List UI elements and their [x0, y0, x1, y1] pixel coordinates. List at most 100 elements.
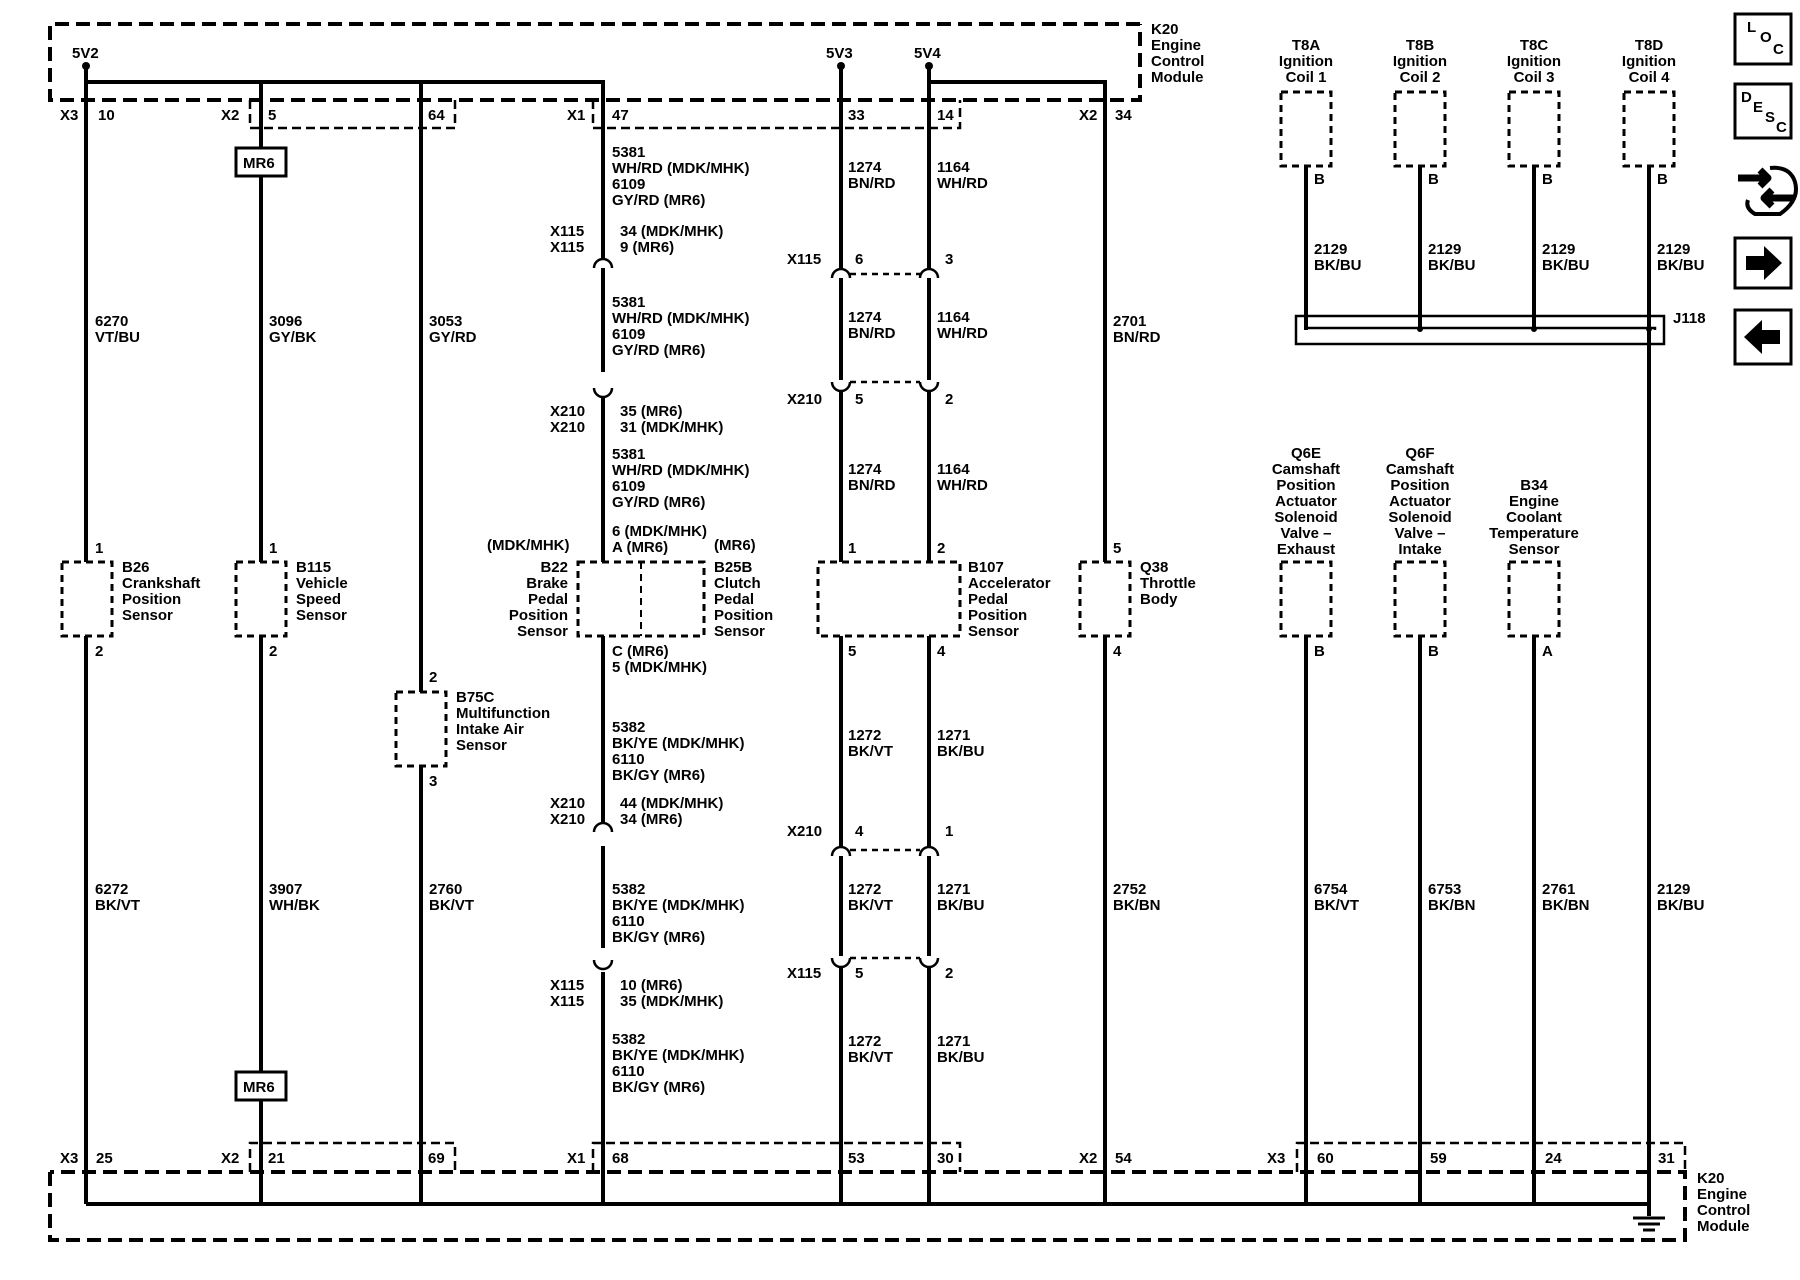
svg-text:B34: B34 [1520, 477, 1548, 494]
svg-text:1: 1 [269, 540, 277, 557]
svg-text:BK/GY (MR6): BK/GY (MR6) [612, 767, 705, 784]
loc-button[interactable]: L O C [1733, 12, 1793, 66]
svg-text:6110: 6110 [612, 751, 645, 768]
svg-text:5382: 5382 [612, 881, 645, 898]
desc-button[interactable]: D E S C [1733, 82, 1793, 140]
svg-text:Camshaft: Camshaft [1386, 461, 1454, 478]
svg-text:Valve –: Valve – [1281, 525, 1332, 542]
svg-text:2129: 2129 [1657, 881, 1690, 898]
svg-text:K20: K20 [1697, 1170, 1725, 1187]
accelerator-pedal-circuit: 1274 BN/RD 1164 WH/RD X115 6 3 1274 BN/R… [787, 82, 1051, 1204]
svg-text:X115: X115 [550, 223, 584, 240]
svg-text:WH/RD (MDK/MHK): WH/RD (MDK/MHK) [612, 160, 749, 177]
svg-text:C: C [1773, 41, 1784, 58]
svg-text:Accelerator: Accelerator [968, 575, 1051, 592]
option-tag-bottom: MR6 [234, 1070, 288, 1102]
svg-text:BN/RD: BN/RD [848, 325, 896, 342]
previous-page-button[interactable] [1733, 308, 1793, 366]
svg-text:1271: 1271 [937, 1033, 970, 1050]
svg-text:6 (MDK/MHK): 6 (MDK/MHK) [612, 523, 707, 540]
svg-text:L: L [1747, 19, 1756, 36]
svg-text:B: B [1428, 643, 1439, 660]
next-page-button[interactable] [1733, 236, 1793, 290]
svg-text:2129: 2129 [1428, 241, 1461, 258]
svg-text:5381: 5381 [612, 294, 645, 311]
svg-text:1272: 1272 [848, 1033, 881, 1050]
svg-text:6110: 6110 [612, 913, 645, 930]
connector-view-button[interactable] [1738, 165, 1798, 216]
svg-text:BK/BU: BK/BU [1542, 257, 1590, 274]
svg-text:MR6: MR6 [243, 155, 275, 172]
svg-text:B: B [1314, 171, 1325, 188]
svg-text:34 (MR6): 34 (MR6) [620, 811, 683, 828]
svg-text:5: 5 [855, 391, 863, 408]
svg-text:35 (MDK/MHK): 35 (MDK/MHK) [620, 993, 723, 1010]
svg-text:2752: 2752 [1113, 881, 1146, 898]
svg-text:B107: B107 [968, 559, 1004, 576]
ecm-bottom-outline [48, 1141, 1687, 1242]
svg-text:3053: 3053 [429, 313, 462, 330]
svg-text:14: 14 [937, 107, 954, 124]
svg-text:Sensor: Sensor [968, 623, 1019, 640]
intake-air-sensor-circuit: 3053 GY/RD 2 B75C Multifunction Intake A… [394, 82, 550, 1204]
svg-text:X210: X210 [787, 391, 822, 408]
connector-icon [1738, 165, 1798, 216]
svg-text:Sensor: Sensor [1509, 541, 1560, 558]
next-arrow-icon [1746, 246, 1782, 280]
svg-text:5381: 5381 [612, 446, 645, 463]
supply-5v3: 5V3 [826, 45, 853, 82]
svg-text:Intake: Intake [1398, 541, 1441, 558]
svg-text:5V2: 5V2 [72, 45, 99, 62]
svg-text:Sensor: Sensor [456, 737, 507, 754]
svg-text:Multifunction: Multifunction [456, 705, 550, 722]
svg-text:2: 2 [945, 391, 953, 408]
svg-text:Engine: Engine [1509, 493, 1559, 510]
svg-text:X2: X2 [221, 1150, 239, 1167]
svg-text:Vehicle: Vehicle [296, 575, 348, 592]
ignition-coil-2: T8B Ignition Coil 2 B 2129 BK/BU [1393, 37, 1476, 330]
svg-text:X3: X3 [60, 107, 78, 124]
svg-text:T8B: T8B [1406, 37, 1435, 54]
svg-text:BK/BU: BK/BU [1314, 257, 1362, 274]
crankshaft-sensor-circuit: 6270 VT/BU 1 B26 Crankshaft Position Sen… [60, 82, 200, 1204]
svg-text:Q38: Q38 [1140, 559, 1168, 576]
svg-text:Coil 1: Coil 1 [1286, 69, 1327, 86]
svg-text:Pedal: Pedal [714, 591, 754, 608]
svg-text:2: 2 [429, 669, 437, 686]
svg-text:Valve –: Valve – [1395, 525, 1446, 542]
ignition-coil-3: T8C Ignition Coil 3 B 2129 BK/BU [1507, 37, 1590, 330]
inline-connector-x115-top [592, 257, 614, 269]
svg-text:69: 69 [428, 1150, 445, 1167]
svg-text:Sensor: Sensor [122, 607, 173, 624]
svg-text:D: D [1741, 89, 1752, 106]
svg-text:Actuator: Actuator [1389, 493, 1451, 510]
svg-text:A: A [1542, 643, 1553, 660]
ecm-bottom-label: K20 Engine Control Module [1697, 1170, 1750, 1235]
svg-text:X210: X210 [550, 811, 585, 828]
svg-text:BN/RD: BN/RD [848, 175, 896, 192]
coil-ground-wire-label: 2129 BK/BU [1657, 881, 1705, 914]
svg-text:Throttle: Throttle [1140, 575, 1196, 592]
svg-text:6: 6 [855, 251, 863, 268]
svg-text:BK/VT: BK/VT [1314, 897, 1359, 914]
svg-text:1274: 1274 [848, 461, 882, 478]
throttle-body-circuit: 2701 BN/RD 5 Q38 Throttle Body 4 2752 BK… [1078, 108, 1196, 1204]
svg-text:X3: X3 [1267, 1150, 1285, 1167]
svg-text:2: 2 [937, 540, 945, 557]
svg-text:Coil 2: Coil 2 [1400, 69, 1441, 86]
svg-text:6270: 6270 [95, 313, 128, 330]
svg-text:3: 3 [429, 773, 437, 790]
svg-text:1: 1 [95, 540, 103, 557]
svg-text:4: 4 [855, 823, 864, 840]
svg-text:2129: 2129 [1542, 241, 1575, 258]
splice-j118: J118 [1294, 310, 1706, 346]
svg-text:2761: 2761 [1542, 881, 1575, 898]
svg-text:10: 10 [98, 107, 115, 124]
svg-text:BK/YE (MDK/MHK): BK/YE (MDK/MHK) [612, 735, 745, 752]
ground-icon [1633, 1204, 1665, 1232]
svg-text:30: 30 [937, 1150, 954, 1167]
svg-text:1271: 1271 [937, 881, 970, 898]
svg-text:Intake Air: Intake Air [456, 721, 524, 738]
svg-text:2: 2 [945, 965, 953, 982]
